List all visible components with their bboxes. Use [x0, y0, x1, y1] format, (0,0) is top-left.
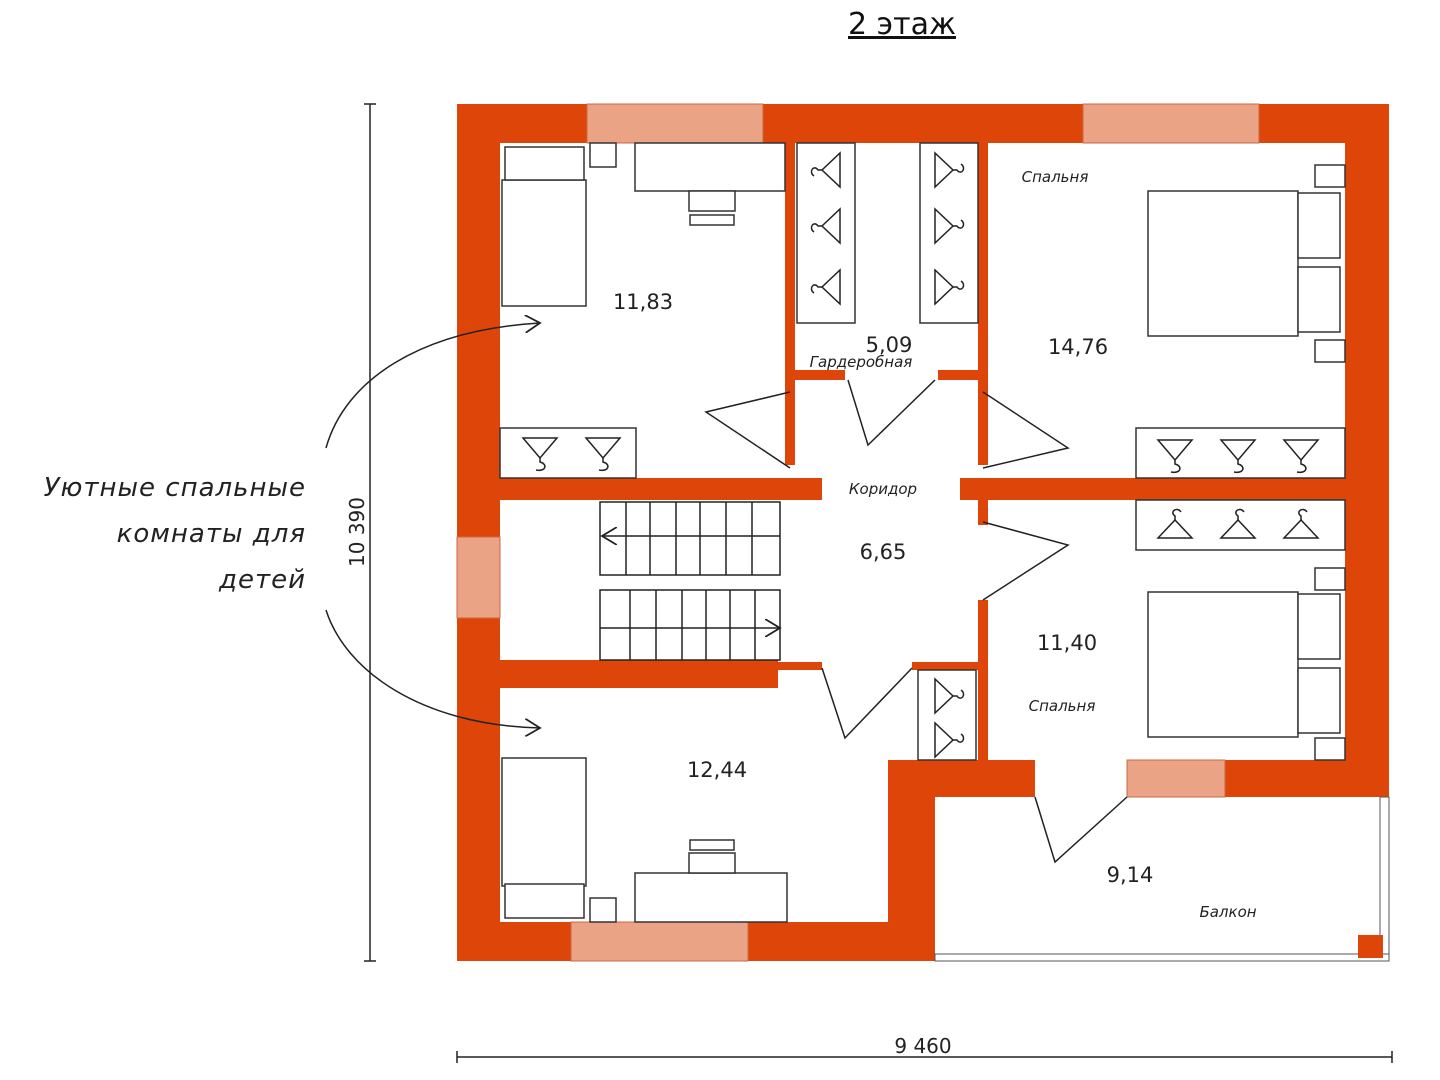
area-bedroom-sw: 12,44: [687, 758, 747, 782]
dimension-width: 9 460: [894, 1034, 951, 1058]
annotation-line-2: комнаты для: [117, 519, 306, 549]
annotation-line-3: детей: [218, 565, 306, 595]
area-bedroom-se: 11,40: [1037, 631, 1097, 655]
area-wardrobe: 5,09: [866, 333, 913, 357]
furniture-ne-bedroom: [1135, 164, 1346, 479]
annotation-arrow-down: [325, 609, 540, 728]
furniture-se-bedroom: [1135, 499, 1346, 761]
label-corridor: Коридор: [849, 480, 917, 498]
windows: [456, 103, 1260, 962]
label-balcony: Балкон: [1199, 903, 1256, 921]
label-bedroom-ne: Спальня: [1022, 168, 1089, 186]
area-bedroom-nw: 11,83: [613, 290, 673, 314]
interior-walls: [500, 143, 1345, 760]
area-bedroom-ne: 14,76: [1048, 335, 1108, 359]
area-balcony: 9,14: [1107, 863, 1154, 887]
floor-title: 2 этаж: [848, 7, 956, 42]
annotation-line-1: Уютные спальные: [44, 473, 306, 503]
area-corridor: 6,65: [860, 540, 907, 564]
dimension-lines: [364, 103, 1393, 1063]
doors: [704, 379, 1128, 864]
balcony-railing: [934, 796, 1390, 962]
annotation-arrow-up: [325, 323, 540, 449]
furniture-wardrobe: [796, 142, 979, 761]
staircase: [599, 501, 780, 661]
furniture-nw-bedroom: [499, 142, 786, 479]
dimension-height: 10 390: [345, 497, 369, 567]
label-bedroom-se: Спальня: [1029, 697, 1096, 715]
label-wardrobe: Гардеробная: [810, 353, 913, 371]
furniture-sw-bedroom: [501, 757, 788, 923]
